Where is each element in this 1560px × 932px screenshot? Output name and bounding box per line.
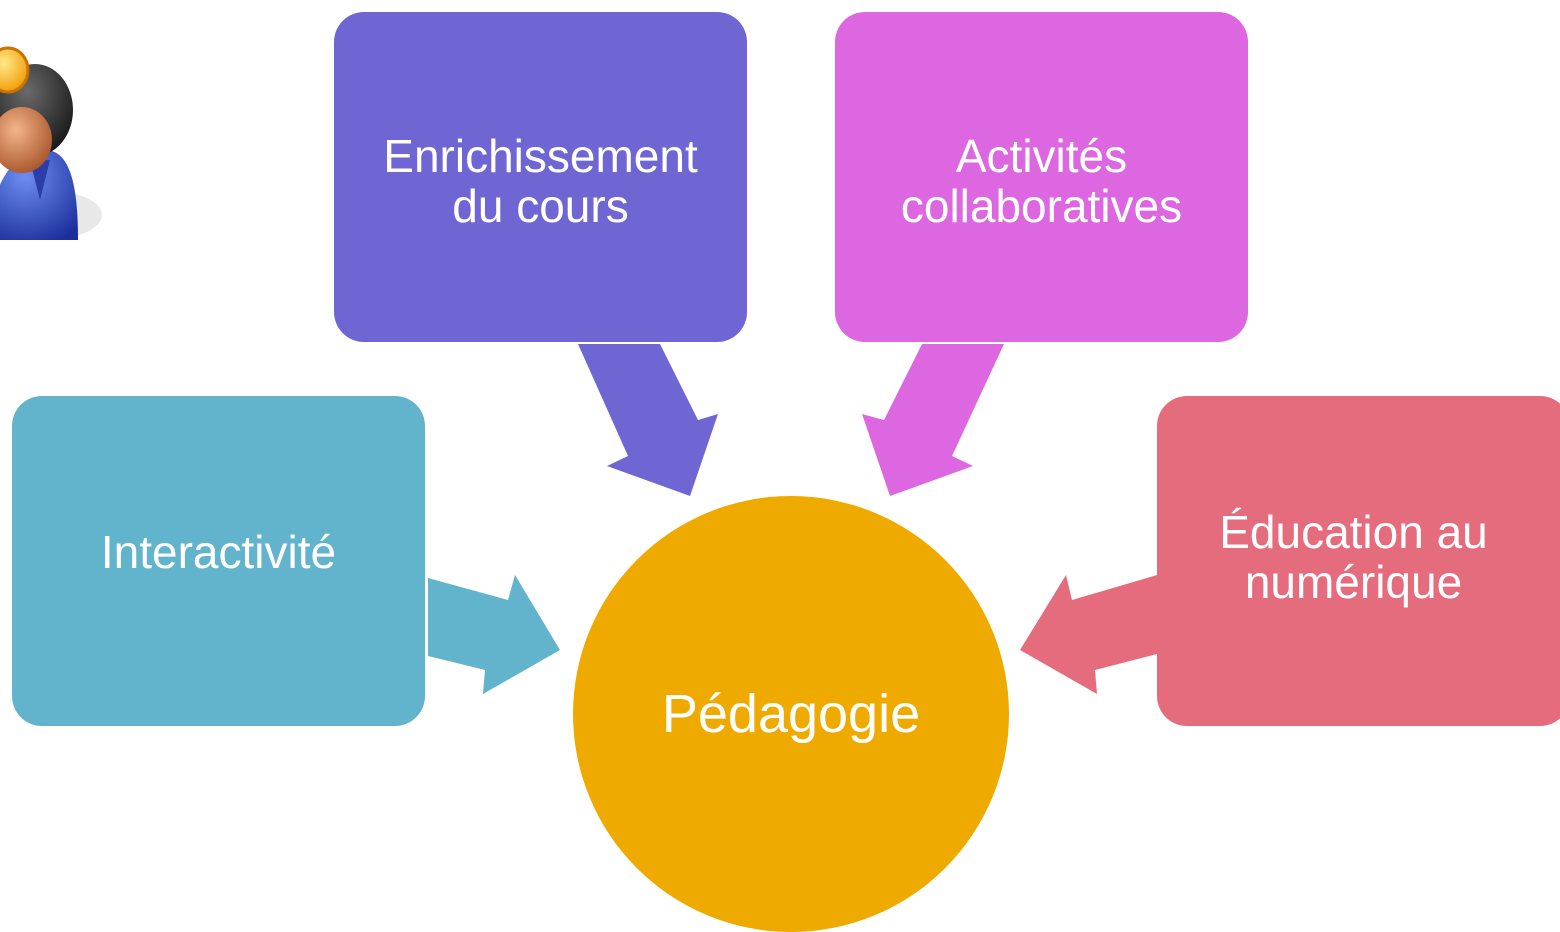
arrow-interactivite-to-pedagogie xyxy=(428,575,560,694)
node-interactivite: Interactivité xyxy=(12,396,425,726)
node-education-au-numerique: Éducation au numérique xyxy=(1157,396,1560,726)
user-with-lightbulb-icon xyxy=(0,46,102,240)
node-enrichissement-label-line1: Enrichissement xyxy=(383,130,698,182)
arrow-activites-to-pedagogie xyxy=(862,344,1004,496)
node-activites-collaboratives: Activités collaboratives xyxy=(835,12,1248,342)
node-education-label-line2: numérique xyxy=(1244,555,1463,608)
node-activites-label-line2: collaboratives xyxy=(900,179,1183,232)
arrow-education-to-pedagogie xyxy=(1020,575,1157,694)
node-education-label-line1: Éducation au xyxy=(1219,506,1488,558)
center-node-label: Pédagogie xyxy=(661,684,921,744)
arrow-enrichissement-to-pedagogie xyxy=(578,344,718,496)
center-node-pedagogie: Pédagogie xyxy=(573,496,1009,932)
node-enrichissement-label-line2: du cours xyxy=(452,179,629,232)
node-enrichissement-du-cours: Enrichissement du cours xyxy=(334,12,747,342)
node-interactivite-label: Interactivité xyxy=(100,526,337,578)
node-activites-label-line1: Activités xyxy=(955,130,1128,182)
